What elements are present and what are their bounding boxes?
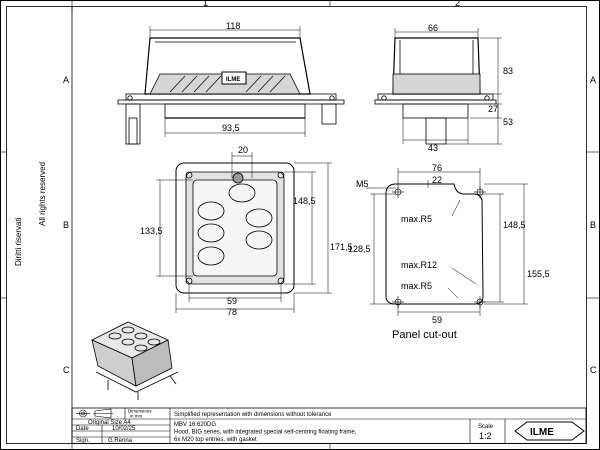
scale-label: Scale xyxy=(478,424,494,430)
logo-text: ILME xyxy=(530,427,554,438)
dim-155-5-cutout: 155,5 xyxy=(527,269,550,279)
ilme-logo: ILME xyxy=(514,421,585,441)
row-label-b-left: B xyxy=(63,220,69,230)
dim-148-5-front: 148,5 xyxy=(293,196,316,206)
description-line-2: 6x M20 top entries, with gasket xyxy=(174,437,257,443)
rights-reserved-note: All rights reserved xyxy=(38,161,47,226)
dim-20: 20 xyxy=(238,145,248,155)
copyright-note: Diritti riservati xyxy=(14,217,23,266)
column-label-2: 2 xyxy=(455,0,460,8)
hood-side-view xyxy=(374,37,497,145)
row-label-b-right: B xyxy=(590,220,596,230)
product-code: MBV 16.620DG xyxy=(174,422,216,428)
frame-front-view xyxy=(175,162,295,294)
date-value: 10/02/25 xyxy=(112,426,136,432)
dimension-lines-side xyxy=(394,28,502,145)
radius-max-r12: max.R12 xyxy=(401,260,437,270)
sign-value: G.Renna xyxy=(108,438,133,444)
radius-max-r5-upper: max.R5 xyxy=(401,214,432,224)
dimensions-label: Dimensions xyxy=(128,409,152,414)
radius-max-r5-lower: max.R5 xyxy=(401,281,432,291)
hood-logo: ILME xyxy=(226,77,240,83)
dimension-lines-cutout xyxy=(366,168,528,316)
dim-27: 27 xyxy=(488,104,498,114)
thread-m5: M5 xyxy=(356,179,369,189)
hood-isometric-view xyxy=(91,321,179,400)
dim-59-front: 59 xyxy=(227,296,237,306)
row-label-c-left: C xyxy=(63,365,70,375)
dim-148-5-cutout: 148,5 xyxy=(503,220,526,230)
dim-83: 83 xyxy=(503,66,513,76)
projection-symbol xyxy=(76,408,113,419)
row-label-c-right: C xyxy=(590,365,597,375)
dim-93-5: 93,5 xyxy=(222,123,240,133)
frame-labels: 1 2 A B C A B C xyxy=(63,0,597,375)
description-line-1: Hood, BIG series, with integrated specia… xyxy=(174,430,357,436)
dim-53: 53 xyxy=(503,117,513,127)
tolerance-note: Simplified representation with dimension… xyxy=(174,412,332,418)
dim-43: 43 xyxy=(428,143,438,153)
column-label-1: 1 xyxy=(203,0,208,8)
hood-elevation-view xyxy=(117,37,345,145)
dimension-lines-elevation xyxy=(149,26,306,137)
original-size: Original Size A4 xyxy=(88,420,131,426)
dim-171-5: 171,5 xyxy=(330,242,353,252)
dim-66: 66 xyxy=(428,23,438,33)
dim-22-cutout: 22 xyxy=(432,175,442,185)
scale-value: 1:2 xyxy=(479,431,492,441)
dim-59-cutout: 59 xyxy=(432,315,442,325)
dimension-lines-front xyxy=(156,152,332,313)
dim-76-cutout: 76 xyxy=(432,163,442,173)
date-label: Date xyxy=(76,426,89,432)
dim-133-5: 133,5 xyxy=(140,226,163,236)
panel-cutout-caption: Panel cut-out xyxy=(392,329,457,341)
row-label-a-right: A xyxy=(590,75,596,85)
dim-118: 118 xyxy=(226,21,240,31)
dim-78-front: 78 xyxy=(227,307,237,317)
title-block xyxy=(71,407,587,444)
row-label-a-left: A xyxy=(63,75,69,85)
sign-label: Sign. xyxy=(76,438,90,444)
dimensions-units: in mm xyxy=(130,414,143,419)
dim-128-5-cutout: 128,5 xyxy=(348,244,371,254)
